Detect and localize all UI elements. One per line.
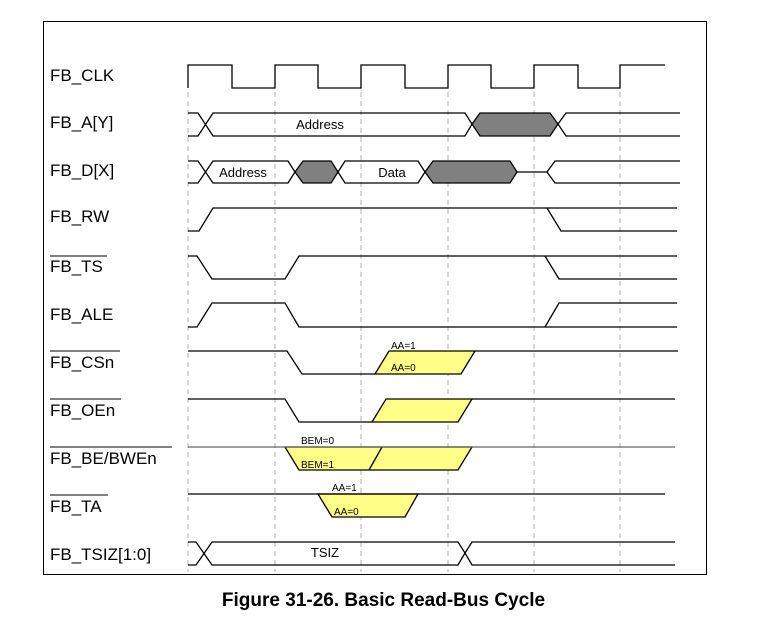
signal-label-fb-oen: FB_OEn [50,401,115,420]
signal-label-fb-a: FB_A[Y] [50,113,113,132]
waveform-fb-tsiz [188,541,675,566]
waveform-fb-d [188,160,680,184]
bus-label-address: Address [296,117,344,132]
waveform-fb-be-bwen [188,446,675,471]
waveform-fb-a [188,112,680,137]
clock-gridlines [187,92,621,572]
annotation-aa1: AA=1 [391,341,416,352]
annotation-bem1: BEM=1 [301,460,335,471]
option-region [373,350,477,375]
option-region [370,398,474,423]
waveform-fb-ale-rise [544,302,677,328]
signal-label-fb-d: FB_D[X] [50,161,114,180]
bus-label-data: Data [378,165,406,180]
annotation-aa0: AA=0 [391,363,416,374]
signal-label-fb-be-bwen: FB_BE/BWEn [50,449,157,468]
signal-label-fb-clk: FB_CLK [50,66,115,85]
annotation-aa1: AA=1 [332,483,357,494]
waveform-fb-ta [188,493,665,518]
waveform-fb-oen [188,398,675,423]
waveform-fb-ts-fall [544,255,677,280]
signal-label-fb-ale: FB_ALE [50,305,113,324]
bus-label-address: Address [219,165,267,180]
invalid-region [471,112,559,137]
invalid-region [294,160,339,184]
signal-label-fb-ts: FB_TS [50,257,103,276]
signal-label-fb-csn: FB_CSn [50,353,114,372]
waveform-fb-ale [188,302,677,328]
signal-labels: FB_CLK FB_A[Y] FB_D[X] FB_RW FB_TS FB_AL… [50,66,172,564]
waveform-fb-clk [187,64,665,89]
figure-caption: Figure 31-26. Basic Read-Bus Cycle [221,590,546,611]
bus-label-tsiz: TSIZ [311,545,339,560]
waveform-fb-ts [188,255,677,280]
signal-label-fb-rw: FB_RW [50,207,109,226]
waveform-fb-csn [188,350,678,375]
signal-label-fb-tsiz: FB_TSIZ[1:0] [50,545,151,564]
invalid-region [424,160,518,184]
waveform-fb-rw [188,207,677,232]
annotation-bem0: BEM=0 [301,436,335,447]
annotation-aa0: AA=0 [334,507,359,518]
signal-label-fb-ta: FB_TA [50,497,102,516]
option-region [316,493,420,518]
diagram-frame [43,21,707,575]
